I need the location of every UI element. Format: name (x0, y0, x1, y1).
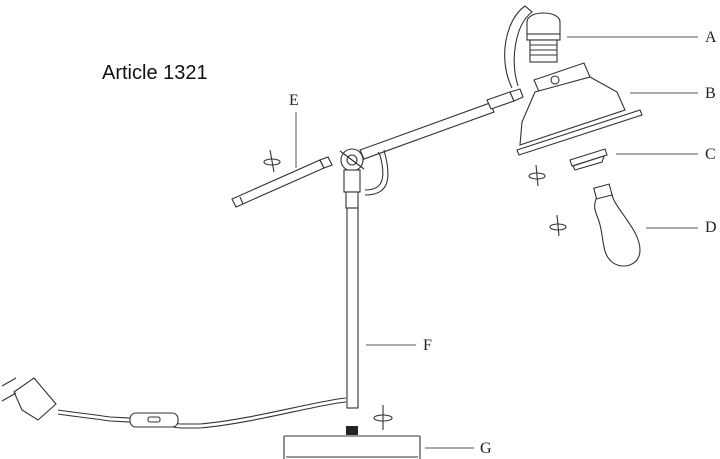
label-a: A (705, 29, 717, 46)
lamp-shade (516, 62, 643, 156)
rotate-icon-d (549, 214, 567, 237)
stand-pole (345, 191, 359, 409)
article-title: Article 1321 (102, 62, 208, 84)
shade-ring (569, 148, 608, 171)
base (283, 426, 421, 459)
label-b: B (705, 85, 716, 102)
label-f: F (423, 337, 432, 354)
main-arm (359, 88, 524, 196)
label-g: G (480, 440, 492, 457)
lamp-socket (504, 5, 561, 89)
label-d: D (705, 219, 717, 236)
light-bulb (593, 183, 641, 267)
power-cable (1, 377, 347, 429)
rotate-icon-g (373, 405, 393, 430)
rotate-icon-c (528, 164, 546, 187)
counterweight-arm (231, 156, 333, 208)
rotate-icon-e (263, 149, 281, 173)
pivot-joint (339, 148, 365, 193)
label-e: E (289, 92, 299, 109)
inline-switch (129, 412, 179, 428)
label-c: C (705, 146, 716, 163)
